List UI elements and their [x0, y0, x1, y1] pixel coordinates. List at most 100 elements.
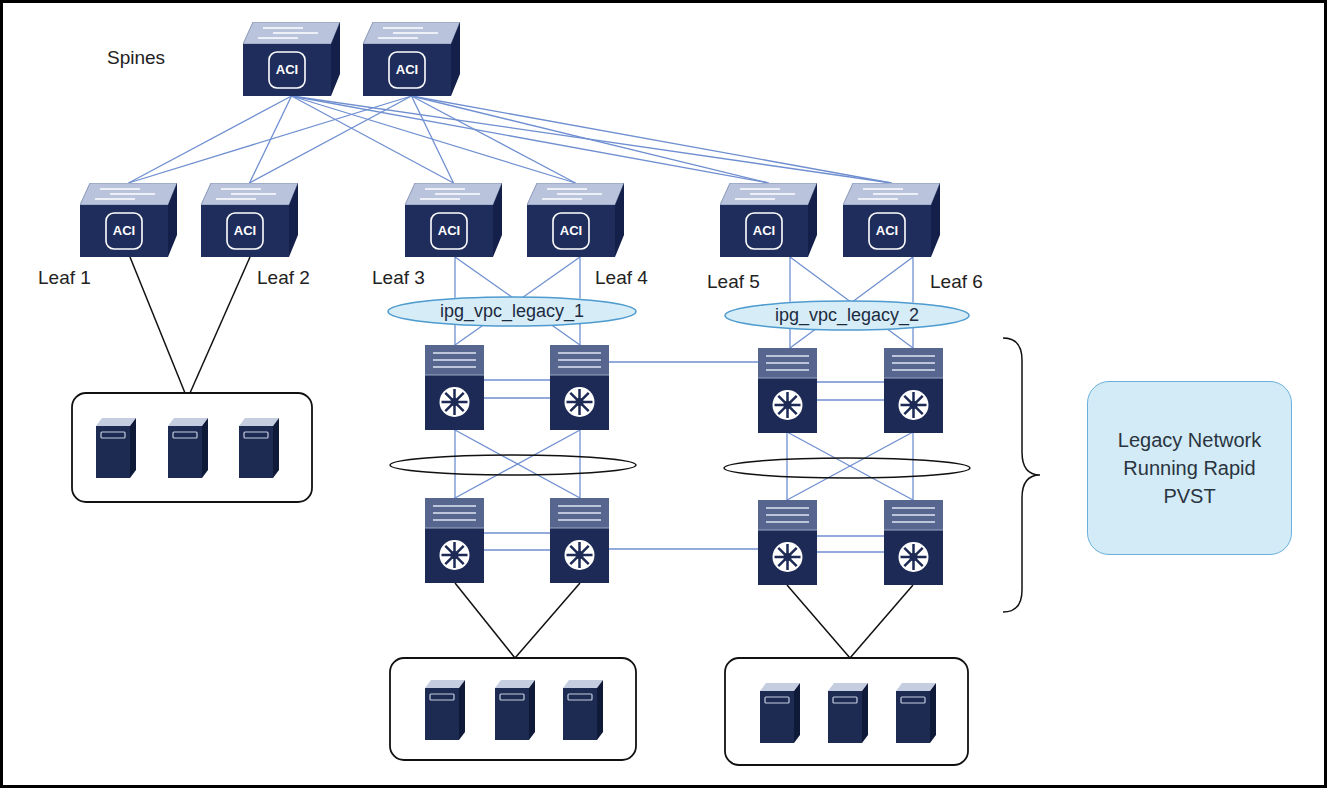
switch-top	[405, 183, 502, 205]
server-icon	[760, 683, 800, 743]
nexus-switch	[550, 345, 609, 430]
switch-arrow	[557, 193, 602, 194]
network-link	[292, 96, 892, 183]
switch-label: Leaf 1	[38, 267, 91, 289]
logo-text: ACI	[243, 62, 331, 78]
nexus-switch	[884, 500, 943, 585]
switch-label: Leaf 6	[930, 271, 983, 293]
switch-arrow	[263, 27, 303, 28]
switch-arrow	[231, 193, 276, 194]
switch-icon	[720, 183, 817, 257]
logo-text: ACI	[720, 223, 808, 239]
switch-front	[405, 205, 493, 257]
server-icon	[96, 418, 136, 478]
aci-switch: ACILeaf 4	[527, 183, 624, 257]
switch-side	[168, 183, 177, 257]
switch-arrow	[858, 198, 898, 199]
network-link	[412, 96, 892, 183]
switch-arrow	[258, 37, 298, 38]
switch-side	[331, 22, 340, 96]
switch-front	[843, 205, 931, 257]
legacy-switches	[425, 345, 943, 585]
switch-arrow	[100, 188, 140, 189]
vpc-ellipses	[390, 455, 970, 478]
network-link	[250, 96, 412, 183]
switch-arrow	[547, 188, 587, 189]
nexus-switch	[425, 498, 484, 583]
curly-brace	[1003, 338, 1040, 612]
server-icon	[828, 683, 868, 743]
vpc-policy-group: ipg_vpc_legacy_2	[724, 300, 970, 331]
switch-front	[527, 205, 615, 257]
switch-side	[808, 183, 817, 257]
switch-front	[363, 44, 451, 96]
network-link	[912, 257, 913, 302]
switch-label: Leaf 5	[707, 271, 760, 293]
switch-top	[80, 183, 177, 205]
nexus-switch	[550, 498, 609, 583]
switch-arrow	[873, 193, 918, 194]
vpc-policy-group: ipg_vpc_legacy_1	[387, 296, 637, 327]
policy-group-name: ipg_vpc_legacy_2	[724, 300, 970, 331]
switch-arrow	[221, 188, 261, 189]
switch-arrow	[435, 193, 480, 194]
aci-switch: ACILeaf 5	[720, 183, 817, 257]
network-link	[579, 257, 580, 298]
network-link	[412, 96, 769, 183]
logo-text: ACI	[80, 223, 168, 239]
network-link	[412, 96, 454, 183]
network-link	[129, 96, 292, 183]
note-box: Legacy Network Running Rapid PVST	[1087, 381, 1292, 555]
switch-top	[720, 183, 817, 205]
switch-front	[80, 205, 168, 257]
switch-side	[289, 183, 298, 257]
aci-switch: ACILeaf 3	[405, 183, 502, 257]
vpc-ellipse	[724, 458, 970, 478]
switch-top	[363, 22, 460, 44]
aci-switch: ACI	[363, 22, 460, 96]
aci-switch: ACILeaf 1	[80, 183, 177, 257]
switch-top	[201, 183, 298, 205]
switch-top	[527, 183, 624, 205]
switch-top	[843, 183, 940, 205]
nexus-switch	[758, 500, 817, 585]
switch-side	[615, 183, 624, 257]
aci-switch: ACILeaf 6	[843, 183, 940, 257]
ellipse-shape	[725, 301, 969, 330]
switch-top	[243, 22, 340, 44]
switch-arrow	[273, 32, 318, 33]
server-icon	[168, 418, 208, 478]
logo-text: ACI	[843, 223, 931, 239]
switch-arrow	[863, 188, 903, 189]
network-link	[292, 96, 454, 183]
switch-arrow	[110, 193, 155, 194]
nexus-switch	[884, 348, 943, 433]
switch-side	[493, 183, 502, 257]
switch-arrow	[542, 198, 582, 199]
switch-arrow	[95, 198, 135, 199]
switch-arrow	[378, 37, 418, 38]
ellipse-shape	[388, 297, 636, 326]
nexus-switch	[758, 348, 817, 433]
network-link	[129, 96, 412, 183]
logo-text: ACI	[201, 223, 289, 239]
switch-arrow	[740, 188, 780, 189]
switch-arrow	[383, 27, 423, 28]
vpc-ellipse	[390, 455, 636, 475]
note-text: Legacy Network Running Rapid PVST	[1110, 426, 1269, 510]
aci-switch: ACI	[243, 22, 340, 96]
switch-front	[243, 44, 331, 96]
switch-label: Leaf 3	[372, 267, 425, 289]
server-icon	[896, 683, 936, 743]
logo-text: ACI	[405, 223, 493, 239]
switch-arrow	[216, 198, 256, 199]
logo-text: ACI	[527, 223, 615, 239]
switch-label: Leaf 4	[595, 267, 648, 289]
switch-icon	[243, 22, 340, 96]
logo-text: ACI	[363, 62, 451, 78]
switch-front	[720, 205, 808, 257]
server-icon	[425, 680, 465, 740]
server-group-box	[390, 658, 636, 760]
